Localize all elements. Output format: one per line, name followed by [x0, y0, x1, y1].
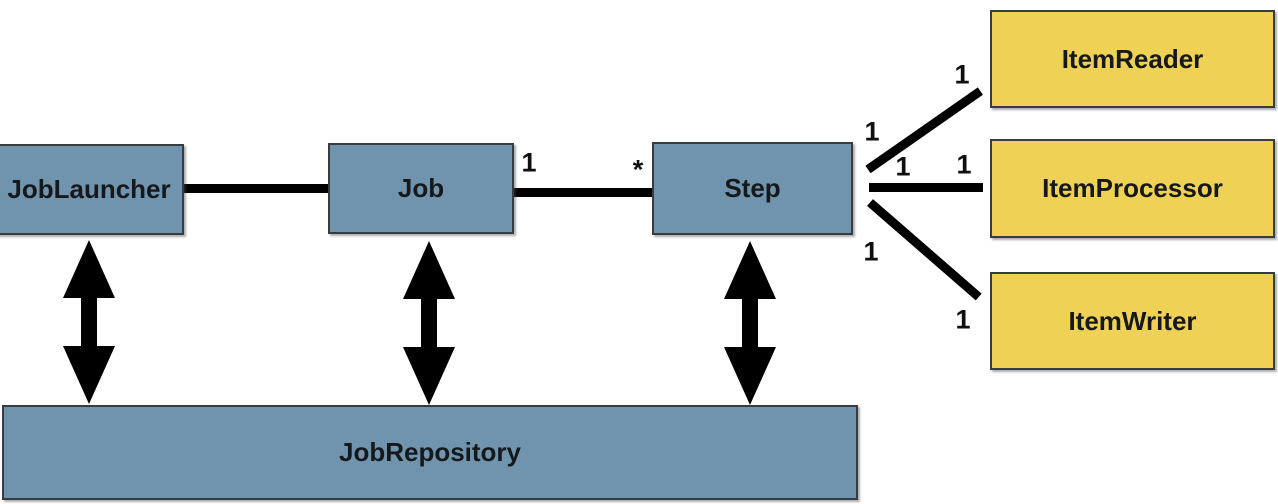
- multiplicity-step-side-star: *: [632, 154, 644, 185]
- connector-joblauncher-job: [184, 184, 328, 193]
- connector-job-step: [514, 188, 652, 197]
- node-jobrepository: JobRepository: [2, 405, 858, 500]
- multiplicity-step-to-itemreader-target: 1: [954, 59, 970, 90]
- node-itemreader-label: ItemReader: [1061, 43, 1204, 74]
- double-arrow-step-jobrepository: [724, 241, 776, 405]
- double-arrow-job-jobrepository: [403, 241, 455, 405]
- node-itemreader: ItemReader: [990, 10, 1275, 108]
- node-itemprocessor-label: ItemProcessor: [1042, 173, 1223, 203]
- node-step-label: Step: [724, 173, 781, 203]
- multiplicity-step-to-itemprocessor-target: 1: [956, 149, 972, 180]
- node-joblauncher-label: JobLauncher: [7, 174, 171, 204]
- node-jobrepository-label: JobRepository: [338, 437, 522, 467]
- multiplicity-step-to-itemprocessor-source: 1: [895, 151, 911, 182]
- multiplicity-job-side: 1: [521, 147, 537, 178]
- node-joblauncher: JobLauncher: [0, 144, 184, 235]
- connector-step-itemwriter: [867, 199, 982, 301]
- node-job-label: Job: [397, 173, 445, 203]
- multiplicity-step-to-itemwriter-source: 1: [863, 236, 879, 267]
- node-job: Job: [328, 143, 514, 234]
- multiplicity-step-to-itemwriter-target: 1: [955, 304, 971, 335]
- node-itemwriter: ItemWriter: [990, 272, 1275, 370]
- node-itemwriter-label: ItemWriter: [1068, 305, 1197, 336]
- connector-step-itemprocessor: [869, 183, 983, 192]
- double-arrow-joblauncher-jobrepository: [63, 240, 115, 404]
- multiplicity-step-to-itemreader-source: 1: [864, 116, 880, 147]
- node-itemprocessor: ItemProcessor: [990, 139, 1275, 238]
- node-step: Step: [652, 142, 853, 235]
